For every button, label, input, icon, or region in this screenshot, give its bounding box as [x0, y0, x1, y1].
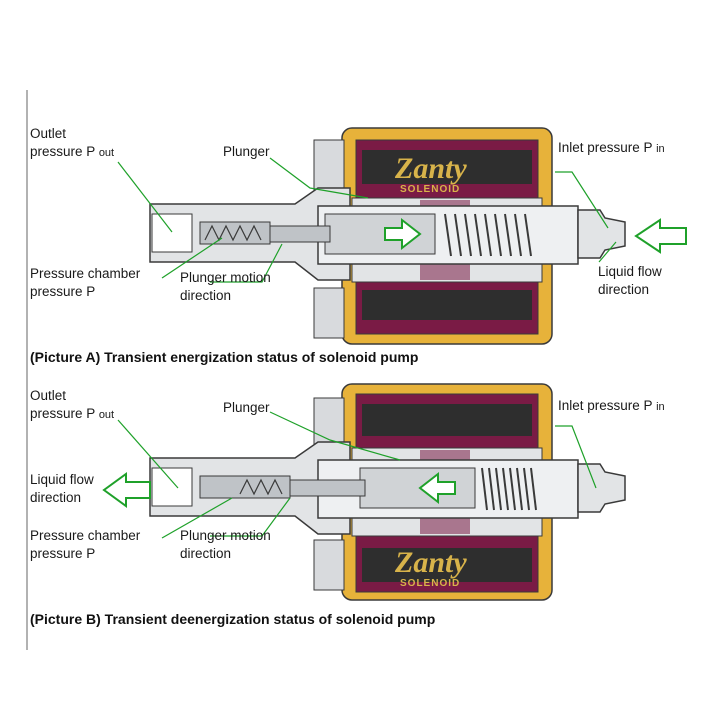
bolt-b-top	[313, 397, 345, 449]
caption-b: (Picture B) Transient deenergization sta…	[30, 611, 435, 627]
motion-direction-label-a: direction	[180, 288, 231, 303]
outlet-label-b: Outlet	[30, 388, 66, 403]
outlet-bore-a	[151, 213, 193, 253]
plunger-rod-a	[269, 225, 331, 243]
chamber-pressure-label-b: pressure P	[30, 546, 95, 561]
valve-seat-b	[199, 475, 291, 499]
leader-lines-a	[117, 157, 617, 283]
picture-b: Zanty SOLENOID Outlet pressure P out	[30, 383, 665, 627]
bolt-a-top	[313, 139, 345, 191]
inlet-flow-arrow-a	[634, 218, 687, 254]
plunger-label-a: Plunger	[223, 144, 270, 159]
plunger-label-b: Plunger	[223, 400, 270, 415]
chamber-label-a: Pressure chamber	[30, 266, 141, 281]
return-spring-b	[481, 467, 537, 511]
picture-a: Zanty SOLENOID	[30, 126, 687, 365]
outlet-pressure-label-b: pressure P out	[30, 406, 114, 421]
plunger-motion-arrow-b	[418, 471, 456, 505]
valve-spring-a	[204, 224, 262, 242]
brand-logo-b: Zanty	[394, 546, 467, 579]
caption-a: (Picture A) Transient energization statu…	[30, 349, 418, 365]
bolt-a-bottom	[313, 287, 345, 339]
flow-label-b: Liquid flow	[30, 472, 94, 487]
flow-direction-label-b: direction	[30, 490, 81, 505]
inlet-nozzle-b	[577, 463, 626, 513]
flow-label-a: Liquid flow	[598, 264, 662, 279]
plunger-b	[359, 467, 476, 509]
chamber-label-b: Pressure chamber	[30, 528, 141, 543]
inlet-label-a: Inlet pressure P in	[558, 140, 665, 155]
chamber-pressure-label-a: pressure P	[30, 284, 95, 299]
brand-sub-a: SOLENOID	[400, 184, 460, 195]
plunger-rod-b	[289, 479, 366, 497]
outlet-label-a: Outlet	[30, 126, 66, 141]
outlet-flow-arrow-b	[102, 472, 151, 508]
brand-logo-a: Zanty	[394, 152, 467, 185]
motion-label-a: Plunger motion	[180, 270, 271, 285]
leader-lines-b	[117, 411, 597, 539]
inlet-label-b: Inlet pressure P in	[558, 398, 665, 413]
brand-sub-b: SOLENOID	[400, 578, 460, 589]
flow-direction-label-a: direction	[598, 282, 649, 297]
plunger-motion-arrow-a	[384, 217, 422, 251]
return-spring-a	[444, 213, 532, 257]
valve-seat-a	[199, 221, 271, 245]
motion-label-b: Plunger motion	[180, 528, 271, 543]
outlet-pressure-label-a: pressure P out	[30, 144, 114, 159]
motion-direction-label-b: direction	[180, 546, 231, 561]
valve-spring-b	[239, 478, 283, 496]
bolt-b-bottom	[313, 539, 345, 591]
outlet-bore-b	[151, 467, 193, 507]
